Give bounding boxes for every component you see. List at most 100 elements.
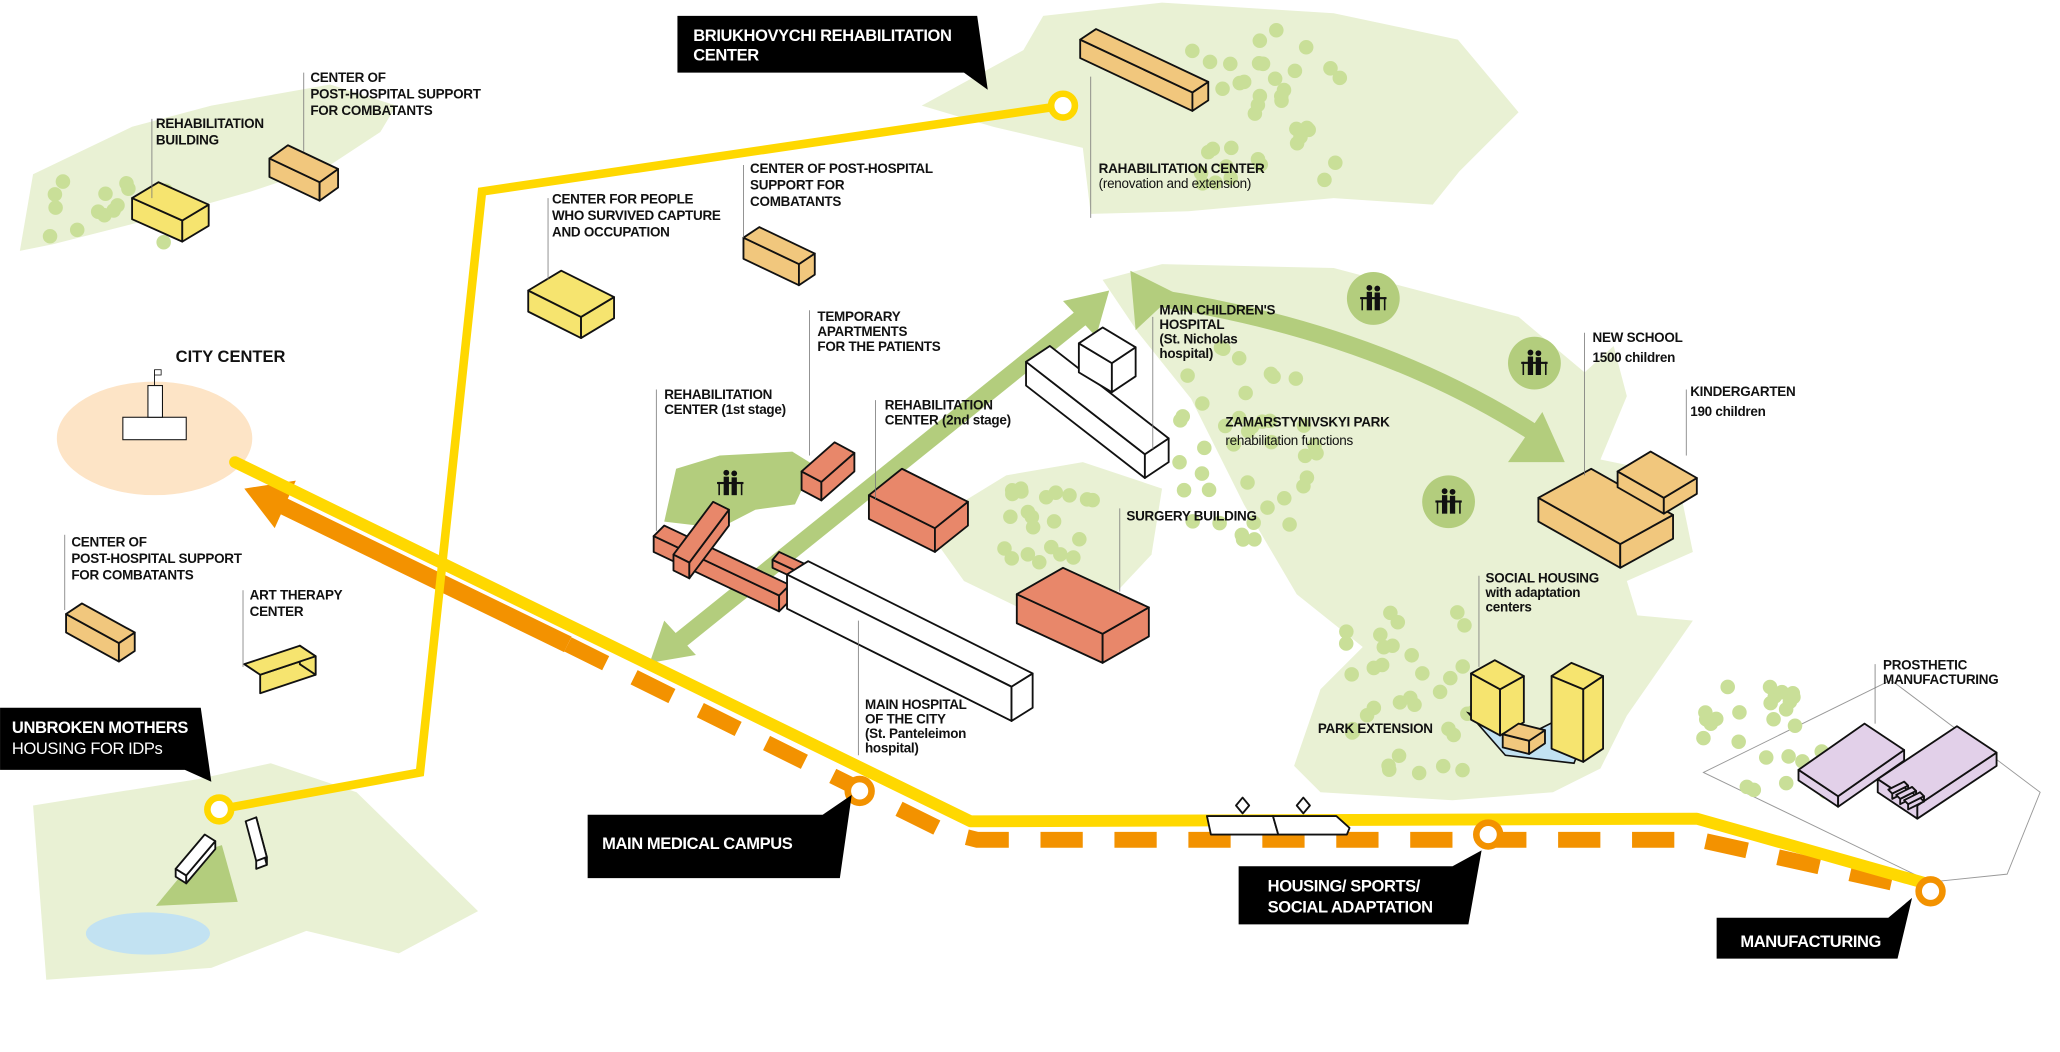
tree [1696,730,1711,746]
tree [1731,734,1746,750]
tree [1223,170,1238,186]
callout-main-medical-campus: MAIN MEDICAL CAMPUS [587,794,852,879]
tree [1197,440,1212,456]
tree [1274,93,1289,108]
tree [1172,454,1187,470]
stop-housing-sports[interactable] [1473,819,1504,850]
orange-arrow-shaft [276,496,572,653]
callout-box [587,794,852,879]
kindergarten [1616,450,1698,515]
people-icons [717,284,1548,514]
tree [1296,479,1311,494]
tree [1293,129,1308,145]
building-roof [1797,722,1906,798]
temporary-apartments [800,441,856,502]
tree [1219,159,1234,174]
tree [1004,551,1020,566]
tree [1240,423,1256,439]
park-briukhovychi [921,2,1519,214]
tree [1435,758,1451,774]
stop-main-medical-campus[interactable] [844,775,875,807]
tree [1339,624,1354,639]
tree [1231,350,1247,366]
tree [1224,140,1239,156]
building-roof [1903,791,1925,806]
tree [1223,56,1238,72]
building-roof [867,467,969,530]
tree [106,203,121,218]
tree [90,204,106,219]
stop-unbroken-mothers[interactable] [204,794,235,825]
tree [55,174,71,189]
prosthetic-workshop-1 [1797,722,1906,808]
park-rehab-garden [664,451,814,529]
orange-route-dashed [564,637,1904,893]
city-hall-tower [147,385,163,418]
tree [1215,81,1230,97]
tree [1762,679,1778,695]
tree [1252,88,1268,104]
tree [1390,614,1406,630]
capture-survivors-center [527,269,615,339]
tree [1328,155,1343,171]
tree [1404,648,1419,663]
tree [1287,63,1303,79]
buildings [65,28,1998,885]
tree [1208,175,1223,190]
stop-manufacturing[interactable] [1915,876,1946,907]
tree [1296,418,1312,433]
rehab-center-1st-stage-wing [672,500,730,580]
tree [1201,482,1217,498]
rehabilitation-building [131,181,210,243]
tree [69,222,85,238]
post-hospital-center-mid [742,226,816,287]
tree [1317,172,1332,188]
building-roof [174,833,217,877]
tree [1072,531,1087,547]
building-face [1550,675,1585,763]
diamond-marker-icon [1295,796,1311,815]
tree [1758,750,1774,765]
tree [1195,396,1210,411]
building-roof [1025,345,1170,456]
tree [1266,369,1281,384]
green-arrowhead-top [1063,290,1110,337]
prosthetic-storage [1903,791,1925,811]
building-roof [1077,326,1137,365]
tree [1391,748,1407,763]
tree [1323,61,1338,76]
tree [1781,749,1796,764]
pond [85,912,211,955]
building-roof [1887,780,1910,795]
stop-briukhovychi[interactable] [1047,90,1079,121]
park-unbroken-mothers [33,763,479,980]
tree [1046,514,1062,529]
label-park-extension: PARK EXTENSION [1318,721,1433,736]
tree [1739,779,1755,795]
tree [1450,605,1465,620]
tree [1255,56,1271,72]
building-roof [131,181,210,222]
tree [98,186,113,202]
tree [1235,532,1251,547]
tree [1374,657,1390,673]
tree [1698,705,1713,720]
parks [19,2,2041,980]
main-hospital [786,560,1034,722]
tree [1032,555,1047,570]
tree [1044,539,1059,555]
callout-text: MANUFACTURING [1740,933,1881,951]
tree [1176,482,1192,498]
tree [1202,54,1218,70]
tree [1246,515,1261,531]
tree [1253,157,1269,172]
